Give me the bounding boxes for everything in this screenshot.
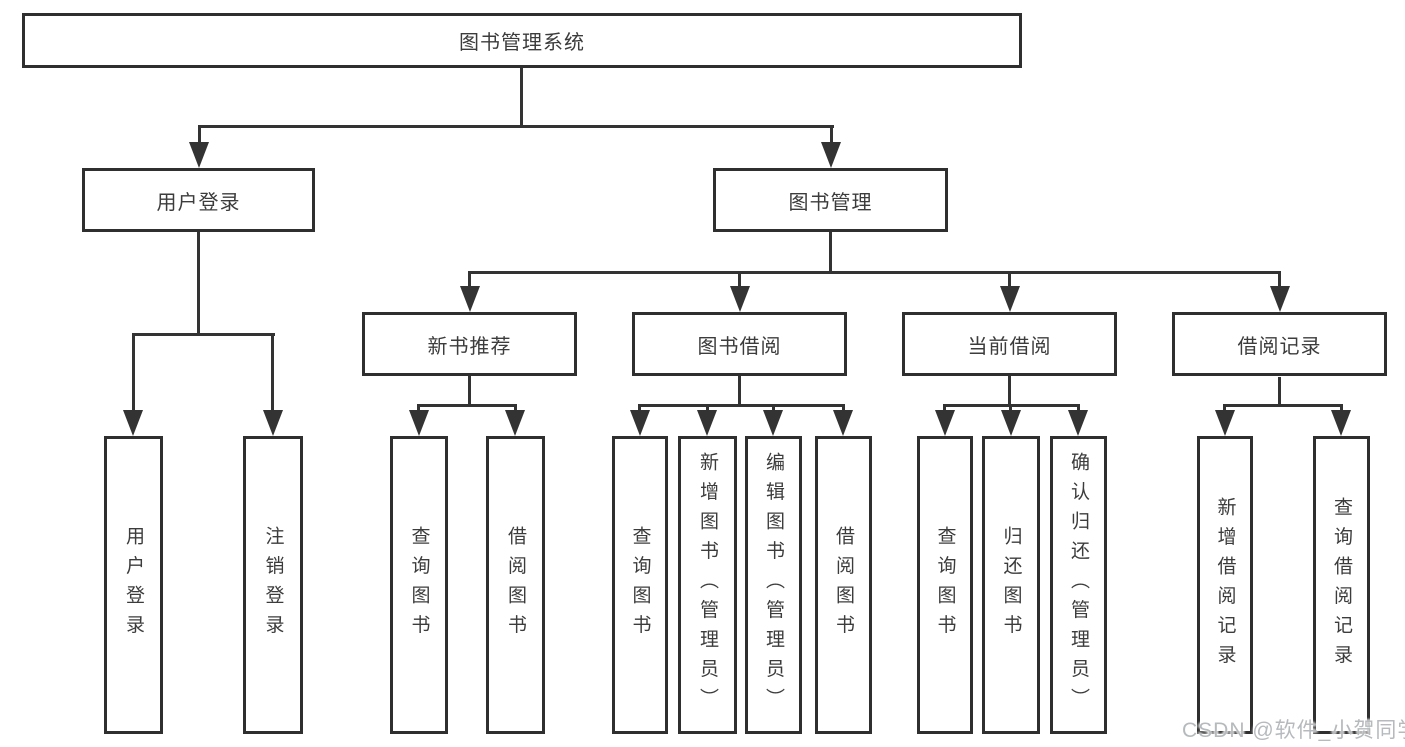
node-library-management-system: 图书管理系统	[22, 13, 1022, 68]
connector-line	[738, 376, 741, 407]
connector-line	[468, 271, 471, 291]
connector-line	[132, 333, 275, 336]
arrow-down-icon	[409, 410, 429, 436]
arrow-down-icon	[730, 286, 750, 312]
leaf-add-book-admin: 新增图书（管理员）	[678, 436, 737, 734]
arrow-down-icon	[1215, 410, 1235, 436]
leaf-query-book-recommend: 查询图书	[390, 436, 448, 734]
arrow-down-icon	[460, 286, 480, 312]
arrow-down-icon	[630, 410, 650, 436]
leaf-user-login: 用户登录	[104, 436, 163, 734]
leaf-query-borrow-record: 查询借阅记录	[1313, 436, 1370, 734]
arrow-down-icon	[1001, 410, 1021, 436]
arrow-down-icon	[1270, 286, 1290, 312]
leaf-logout: 注销登录	[243, 436, 303, 734]
connector-line	[1008, 376, 1011, 407]
connector-line	[197, 232, 200, 336]
arrow-down-icon	[1000, 286, 1020, 312]
connector-line	[1008, 271, 1011, 291]
arrow-down-icon	[123, 410, 143, 436]
arrow-down-icon	[263, 410, 283, 436]
arrow-down-icon	[1331, 410, 1351, 436]
leaf-query-book-borrow: 查询图书	[612, 436, 668, 734]
arrow-down-icon	[833, 410, 853, 436]
node-current-borrow: 当前借阅	[902, 312, 1117, 376]
leaf-query-book-current: 查询图书	[917, 436, 973, 734]
leaf-add-borrow-record: 新增借阅记录	[1197, 436, 1253, 734]
connector-line	[1223, 404, 1343, 407]
connector-line	[271, 333, 274, 415]
arrow-down-icon	[821, 142, 841, 168]
arrow-down-icon	[935, 410, 955, 436]
connector-line	[468, 375, 471, 407]
arrow-down-icon	[1068, 410, 1088, 436]
connector-line	[132, 333, 135, 415]
leaf-borrow-book-recommend: 借阅图书	[486, 436, 545, 734]
arrow-down-icon	[763, 410, 783, 436]
leaf-edit-book-admin: 编辑图书（管理员）	[745, 436, 802, 734]
connector-line	[1278, 271, 1281, 291]
leaf-return-book: 归还图书	[982, 436, 1040, 734]
arrow-down-icon	[189, 142, 209, 168]
arrow-down-icon	[697, 410, 717, 436]
watermark: CSDN @软件_小贺同学	[1182, 719, 1405, 742]
connector-line	[638, 404, 845, 407]
connector-line	[417, 404, 517, 407]
connector-line	[520, 68, 523, 126]
connector-line	[738, 271, 741, 291]
node-new-book-recommend: 新书推荐	[362, 312, 577, 376]
connector-line	[830, 125, 833, 151]
node-user-login: 用户登录	[82, 168, 315, 232]
leaf-borrow-book: 借阅图书	[815, 436, 872, 734]
connector-line	[829, 232, 832, 274]
connector-line	[1278, 377, 1281, 407]
node-borrow-record: 借阅记录	[1172, 312, 1387, 376]
connector-line	[468, 271, 1281, 274]
node-book-management: 图书管理	[713, 168, 948, 232]
arrow-down-icon	[505, 410, 525, 436]
connector-line	[198, 125, 834, 128]
connector-line	[198, 125, 201, 151]
leaf-confirm-return-admin: 确认归还（管理员）	[1050, 436, 1107, 734]
node-book-borrow: 图书借阅	[632, 312, 847, 376]
